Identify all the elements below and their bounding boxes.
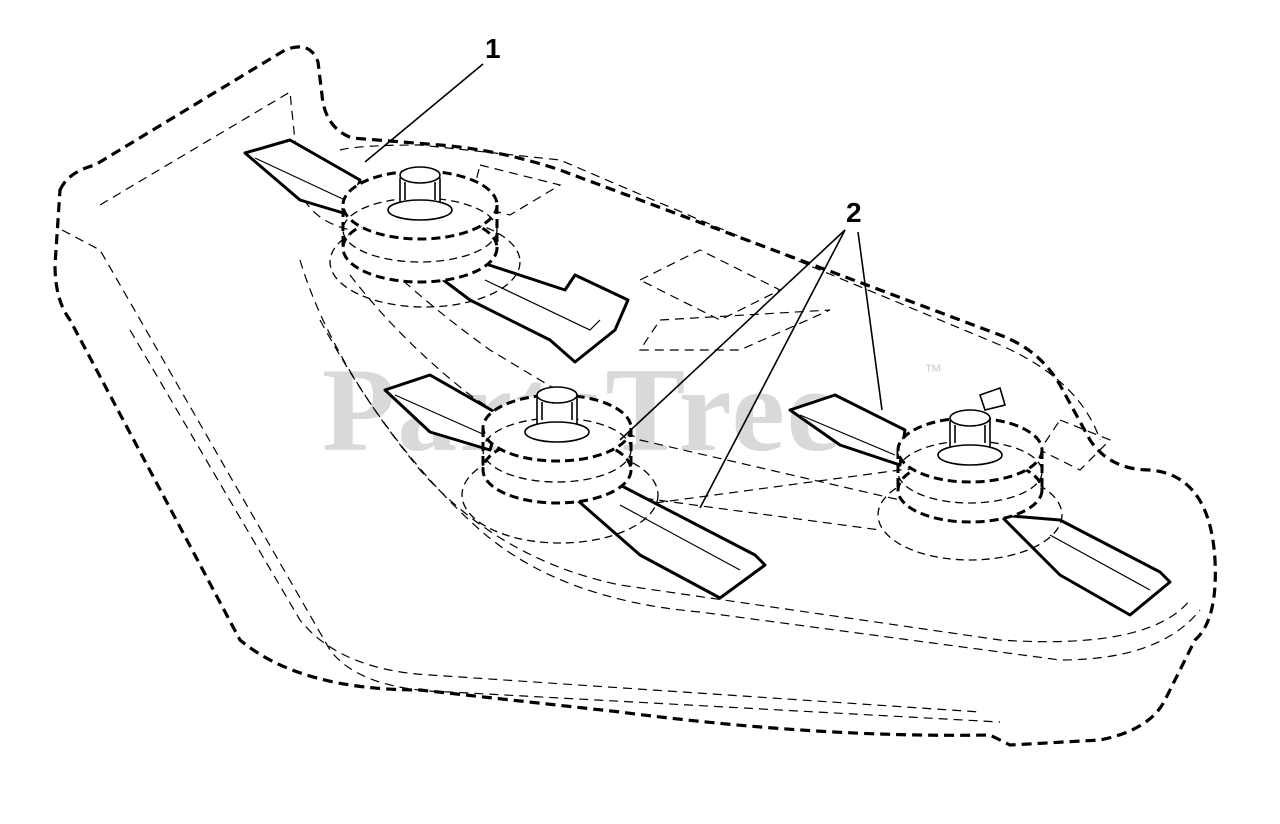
deck-inner-sweep-3 <box>129 329 981 713</box>
watermark-trademark: ™ <box>924 361 942 381</box>
leader-1 <box>364 63 484 163</box>
deck-belt-cover <box>339 144 1101 441</box>
spindle-right <box>788 386 1172 617</box>
spindle-left <box>243 138 630 364</box>
leader-2c <box>857 231 883 411</box>
bracket-4 <box>1039 419 1112 471</box>
blade-1-left-arm <box>243 138 362 217</box>
blade-3-right-arm <box>998 513 1172 617</box>
leader-2a <box>619 229 846 441</box>
deck-skirt-line <box>61 229 1001 723</box>
callout-2: 2 <box>846 197 862 228</box>
blade-1-right-arm <box>428 260 630 364</box>
spindle-middle <box>383 373 767 600</box>
bracket-3 <box>638 309 831 351</box>
leader-2b <box>699 229 846 509</box>
belt-line-2 <box>349 274 881 531</box>
deck-inner-sweep <box>299 259 1191 643</box>
deck-inner-sweep-2 <box>319 319 1201 661</box>
callout-1: 1 <box>485 33 501 64</box>
